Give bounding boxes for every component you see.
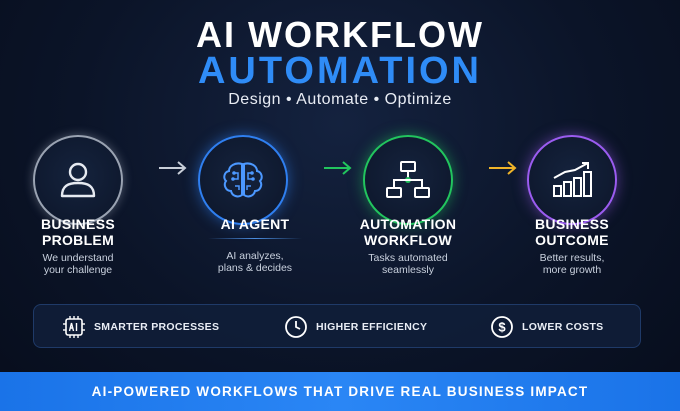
step-title-business-outcome: BUSINESS OUTCOME [535,216,609,248]
ai-chip-icon [63,316,85,338]
benefits-bar: SMARTER PROCESSES HIGHER EFFICIENCY $ LO… [33,304,641,348]
tagline: Design • Automate • Optimize [228,91,452,108]
growth-chart-icon [553,162,592,197]
benefit-label: HIGHER EFFICIENCY [316,321,428,333]
step-desc-business-problem: We understand your challenge [42,252,114,276]
svg-text:$: $ [498,320,506,335]
step-title-ai-agent: AI AGENT [220,216,290,232]
benefit-label: LOWER COSTS [522,321,604,333]
footer-text: AI-POWERED WORKFLOWS THAT DRIVE REAL BUS… [91,384,589,399]
step-business-outcome-circle [527,135,617,225]
arrow-right-icon [324,161,352,175]
divider [208,238,302,239]
footer-banner: AI-POWERED WORKFLOWS THAT DRIVE REAL BUS… [0,372,680,411]
step-title-business-problem: BUSINESS PROBLEM [41,216,115,248]
benefit-higher-efficiency: HIGHER EFFICIENCY [284,305,427,349]
person-icon [60,162,96,198]
benefit-label: SMARTER PROCESSES [94,321,220,333]
brain-circuit-icon [223,162,263,198]
step-automation-workflow-circle [363,135,453,225]
arrow-right-icon [159,161,187,175]
arrow-right-icon [489,161,517,175]
step-business-problem-circle [33,135,123,225]
dollar-icon: $ [491,316,513,338]
workflow-icon [386,161,430,198]
step-ai-agent-circle [198,135,288,225]
step-desc-ai-agent: AI analyzes, plans & decides [217,250,293,274]
step-title-automation-workflow: AUTOMATION WORKFLOW [359,216,457,248]
benefit-smarter-processes: SMARTER PROCESSES [62,305,219,349]
step-desc-automation-workflow: Tasks automated seamlessly [368,252,448,276]
step-desc-business-outcome: Better results, more growth [539,252,605,276]
title-line-1: AI WORKFLOW [196,14,484,55]
benefit-lower-costs: $ LOWER COSTS [490,305,603,349]
clock-icon [285,316,307,338]
title-line-2: AUTOMATION [197,50,482,92]
